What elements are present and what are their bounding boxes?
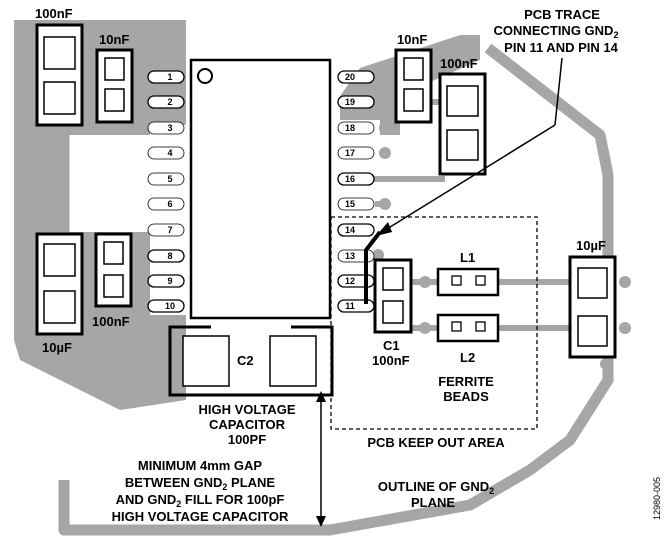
cap-10nF-top-right	[394, 48, 433, 124]
svg-text:8: 8	[167, 251, 172, 261]
svg-text:14: 14	[345, 225, 355, 235]
svg-text:7: 7	[167, 225, 172, 235]
svg-text:4: 4	[167, 148, 172, 158]
label-10nF-top-right: 10nF	[397, 32, 427, 47]
svg-text:19: 19	[345, 97, 355, 107]
label-100nF-bottom-left: 100nF	[92, 314, 130, 329]
cap-10nF-top-left	[95, 48, 134, 124]
pin-14: 14	[337, 223, 375, 237]
cap-100nF-bottom-left	[94, 232, 133, 308]
keepout-label: PCB KEEP OUT AREA	[367, 435, 505, 450]
gap-line3: AND GND2 FILL FOR 100pF	[116, 492, 285, 509]
cap-c2-high-voltage	[168, 325, 334, 397]
pin-1: 1	[147, 70, 185, 84]
pin-9: 9	[147, 274, 185, 288]
ferrite-line1: FERRITE	[438, 374, 494, 389]
ic-body	[189, 58, 332, 320]
label-c1-value: 100nF	[372, 353, 410, 368]
ferrite-bead-l1	[436, 267, 500, 297]
ferrite-bead-l2	[436, 313, 500, 343]
pin-6: 6	[147, 197, 185, 211]
label-100nF-top-right: 100nF	[440, 56, 478, 71]
svg-text:16: 16	[345, 174, 355, 184]
pin-traces	[80, 99, 608, 331]
pin-3: 3	[147, 121, 185, 135]
cap-100nF-top-right	[438, 72, 487, 176]
label-c2: C2	[237, 353, 254, 368]
svg-text:10: 10	[165, 301, 175, 311]
trace-line1: PCB TRACE	[524, 7, 600, 22]
pin-11: 11	[337, 299, 375, 313]
pin-16: 16	[337, 172, 375, 186]
pin-15: 15	[337, 197, 375, 211]
svg-text:3: 3	[167, 123, 172, 133]
svg-text:20: 20	[345, 72, 355, 82]
outline-line2: PLANE	[411, 495, 455, 510]
pin-12: 12	[337, 274, 375, 288]
pin-10: 10	[147, 299, 185, 313]
svg-text:18: 18	[345, 123, 355, 133]
pin-7: 7	[147, 223, 185, 237]
pad-stubs	[372, 122, 631, 370]
trace-line3: PIN 11 AND PIN 14	[504, 40, 618, 55]
pin-20: 20	[337, 70, 375, 84]
pin-17: 17	[337, 146, 375, 160]
keepout-area	[330, 216, 538, 430]
left-pins: 1 2 3 4 5 6 7 8 9 10	[147, 70, 185, 313]
right-pins: 20 19 18 17 16 15 14 13 12 11	[337, 70, 375, 313]
svg-text:17: 17	[345, 148, 355, 158]
svg-text:5: 5	[167, 174, 172, 184]
label-c1: C1	[383, 338, 400, 353]
gap-line4: HIGH VOLTAGE CAPACITOR	[112, 509, 289, 524]
gnd2-connecting-trace	[364, 230, 382, 304]
ferrite-line2: BEADS	[443, 389, 489, 404]
label-10uF-right: 10µF	[576, 238, 606, 253]
cap-10uF-right	[568, 255, 617, 359]
label-l1: L1	[460, 250, 475, 265]
pin-5: 5	[147, 172, 185, 186]
gap-line2: BETWEEN GND2 PLANE	[125, 475, 276, 492]
gap-line1: MINIMUM 4mm GAP	[138, 458, 263, 473]
svg-text:1: 1	[167, 72, 172, 82]
pin-18: 18	[337, 121, 375, 135]
trace-leader-line	[554, 57, 563, 126]
gnd2-outline-trace	[58, 43, 614, 536]
svg-text:12: 12	[345, 276, 355, 286]
svg-text:15: 15	[345, 199, 355, 209]
cap-10uF-bottom-left	[35, 232, 84, 336]
pin-13: 13	[337, 249, 375, 263]
svg-text:6: 6	[167, 199, 172, 209]
outline-line1: OUTLINE OF GND2	[378, 479, 494, 496]
svg-text:11: 11	[345, 301, 355, 311]
label-10uF-bottom-left: 10µF	[42, 340, 72, 355]
hv-cap-line2: CAPACITOR	[209, 417, 286, 432]
cap-c1	[373, 258, 413, 334]
label-l2: L2	[460, 350, 475, 365]
label-10nF-top-left: 10nF	[99, 32, 129, 47]
hv-cap-line3: 100PF	[228, 432, 266, 447]
svg-text:13: 13	[345, 251, 355, 261]
cap-100nF-top-left	[35, 23, 84, 127]
trace-leader-arrow	[376, 222, 392, 236]
pin1-marker	[197, 68, 213, 84]
pin-2: 2	[147, 95, 185, 109]
svg-text:2: 2	[167, 97, 172, 107]
hv-cap-line1: HIGH VOLTAGE	[198, 402, 295, 417]
pin-4: 4	[147, 146, 185, 160]
label-100nF-top-left: 100nF	[35, 6, 73, 21]
trace-line2: CONNECTING GND2	[494, 23, 619, 40]
gap-arrow-down	[316, 516, 326, 527]
pin-8: 8	[147, 249, 185, 263]
gap-arrow-up	[316, 391, 326, 402]
svg-text:9: 9	[167, 276, 172, 286]
trace-leader-line-2	[381, 124, 556, 233]
figure-id: 12980-005	[652, 477, 662, 520]
pin-19: 19	[337, 95, 375, 109]
